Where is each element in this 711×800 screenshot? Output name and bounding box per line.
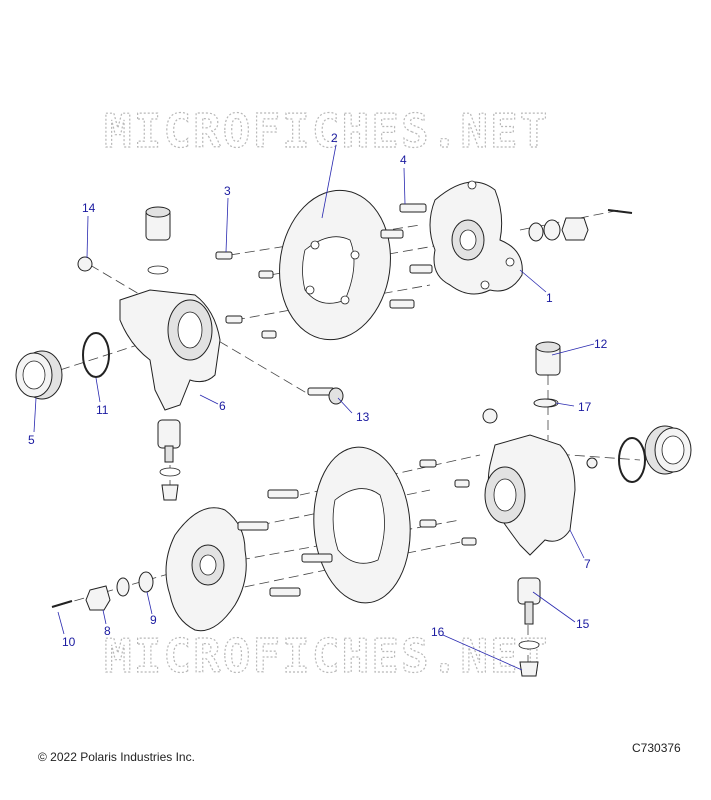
callouts: 1 2 3 4 5 6 7 8 9 10 11 12 13 14 15 16 1…: [28, 131, 608, 649]
snap-ring-left: [82, 332, 110, 378]
callout-2: 2: [331, 131, 338, 145]
callout-12: 12: [594, 337, 608, 351]
steering-knuckle-upper: [119, 289, 221, 411]
callout-3: 3: [224, 184, 231, 198]
ball-joint-lower-left: [157, 419, 181, 501]
callout-11: 11: [96, 403, 109, 417]
callout-14: 14: [82, 201, 96, 215]
wheel-bearing-right: [644, 425, 692, 475]
wheel-hub-lower: [165, 507, 247, 632]
callout-8: 8: [104, 624, 111, 638]
wheel-bearing-left: [15, 350, 63, 400]
ball-joint-lower-right: [517, 577, 541, 677]
callout-17: 17: [578, 400, 592, 414]
watermark-bottom: MICROFICHES.NET: [104, 629, 549, 683]
steering-knuckle-lower: [484, 434, 576, 556]
snap-ring-right: [618, 437, 646, 483]
ball-joint-upper-left: [145, 206, 171, 275]
callout-13: 13: [356, 410, 370, 424]
callout-6: 6: [219, 399, 226, 413]
watermark-top: MICROFICHES.NET: [104, 104, 549, 158]
copyright-notice: © 2022 Polaris Industries Inc.: [38, 750, 195, 764]
brake-rotor-lower: [313, 446, 411, 604]
callout-9: 9: [150, 613, 157, 627]
wheel-hub-upper: [429, 180, 523, 295]
callout-10: 10: [62, 635, 76, 649]
callout-15: 15: [576, 617, 590, 631]
callout-1: 1: [546, 291, 553, 305]
figure-id: C730376: [632, 741, 681, 755]
fasteners: [51, 203, 633, 611]
callout-4: 4: [400, 153, 407, 167]
callout-leaders: [33, 144, 595, 671]
callout-5: 5: [28, 433, 35, 447]
callout-16: 16: [431, 625, 445, 639]
callout-7: 7: [584, 557, 591, 571]
brake-rotor-upper: [279, 189, 391, 341]
